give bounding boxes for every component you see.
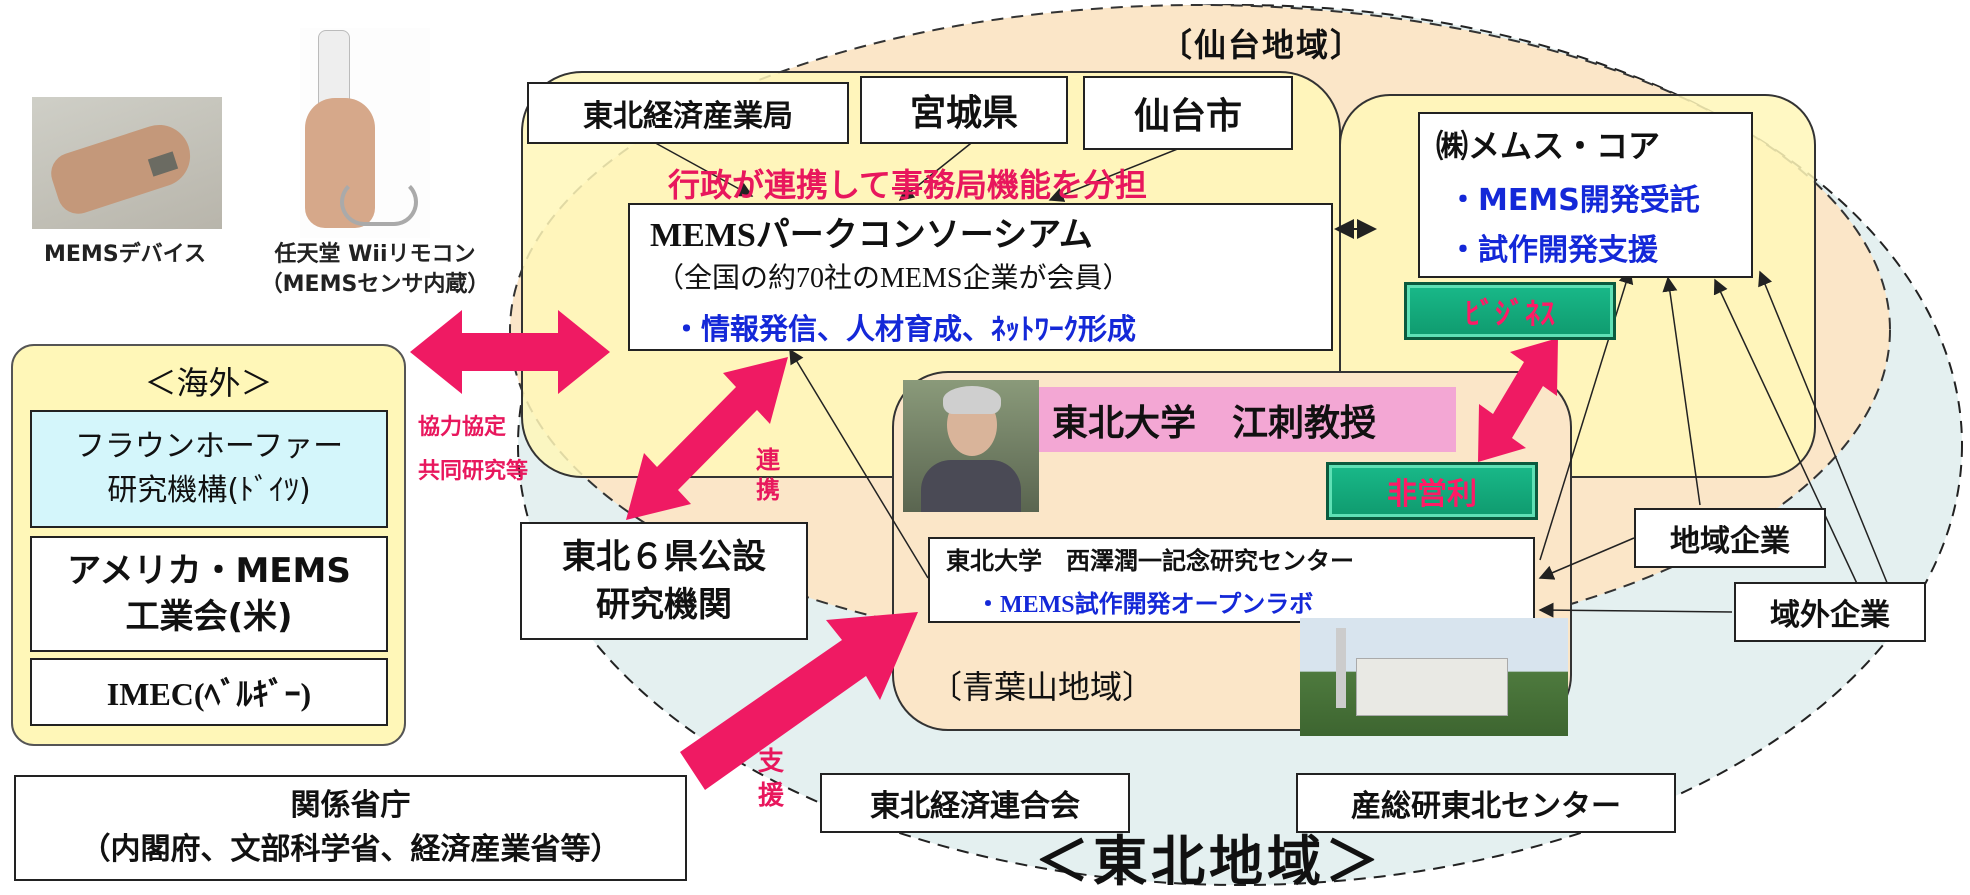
ministries-box: 関係省庁 （内閣府、文部科学省、経済産業省等） [14,775,687,881]
fraunhofer-line1: フラウンホーファー [74,429,344,464]
consortium-bullet: ・情報発信、人材育成、ﾈｯﾄﾜｰｸ形成 [672,311,1137,346]
overseas-title: ＜海外＞ [144,364,273,402]
fraunhofer-box: フラウンホーファー 研究機構(ﾄﾞｲﾂ) [30,410,388,528]
cooperation-label: 協力協定 共同研究等 [418,406,528,494]
wii-remote-photo [300,28,430,238]
memscore-b1: ・MEMS開発受託 [1448,183,1700,218]
regional-companies-box: 地域企業 [1634,508,1826,568]
business-badge: ﾋﾞｼﾞﾈｽ [1404,282,1616,340]
chimney-shape [1336,628,1346,708]
consortium-box: MEMSパークコンソーシアム （全国の約70社のMEMS企業が会員） ・情報発信… [628,203,1333,351]
ministries-line1: 関係省庁 [290,788,411,823]
research-building-photo [1300,618,1568,736]
center-title: 東北大学 西澤潤一記念研究センター [946,547,1354,575]
connector-outside-to-openlab [1538,602,1733,618]
mems-device-caption: MEMSデバイス [44,242,206,267]
center-bullet: ・MEMS試作開発オープンラボ [976,592,1314,618]
aist-tohoku-box: 産総研東北センター [1296,773,1676,833]
cooperation-line2: 共同研究等 [418,459,529,484]
fraunhofer-line2: 研究機構(ﾄﾞｲﾂ) [107,473,311,508]
consortium-title: MEMSパークコンソーシアム [650,216,1093,254]
wii-caption: 任天堂 Wiiリモコン （MEMSセンサ内蔵） [260,240,490,300]
connector-regional-to-memscore [1662,276,1701,506]
strap-shape [340,178,418,226]
tohoku-meti-box: 東北経済産業局 [527,82,849,144]
building-shape [1356,658,1508,716]
ministries-line2: （内閣府、文部科学省、経済産業省等） [80,832,621,867]
shien-label: 支援 [758,747,785,811]
nonprofit-badge: 非営利 [1326,462,1538,520]
sendai-city-box: 仙台市 [1083,76,1293,150]
wii-caption-line1: 任天堂 Wiiリモコン [274,242,476,267]
memscore-box: ㈱メムス・コア ・MEMS開発受託 ・試作開発支援 [1418,112,1753,278]
six-prefectures-line1: 東北６県公設 [562,537,766,577]
wii-caption-line2: （MEMSセンサ内蔵） [260,272,490,297]
miyagi-box: 宮城県 [860,76,1068,144]
business-nonprofit-arrow [1478,338,1558,462]
shien-arrow [680,612,918,790]
connector-outside-to-memscore-a [1713,278,1861,591]
america-line2: 工業会(米) [125,597,293,637]
renkei-label: 連携 [756,446,780,504]
america-mems-box: アメリカ・MEMS 工業会(米) [30,536,388,652]
professor-photo [903,380,1039,512]
outside-companies-box: 域外企業 [1734,582,1926,642]
cooperation-line1: 協力協定 [418,415,507,440]
connector-meti-to-consortium [649,139,754,197]
suit-shape [921,460,1021,512]
memscore-b2: ・試作開発支援 [1448,233,1658,268]
hair-shape [943,386,1001,414]
admin-note: 行政が連携して事務局機能を分担 [668,166,1148,204]
tohoku-economic-federation-box: 東北経済連合会 [820,773,1130,833]
consortium-sub: （全国の約70社のMEMS企業が会員） [656,262,1131,294]
connector-miyagi-to-consortium [898,139,976,201]
sendai-region-label: 〔仙台地域〕 [1160,26,1365,64]
cooperation-double-arrow [410,310,610,394]
connector-regional-to-openlab [1538,537,1635,580]
america-line1: アメリカ・MEMS [67,551,351,591]
six-prefectures-line2: 研究機関 [596,585,732,625]
mems-device-photo [32,97,222,229]
research-center-box: 東北大学 西澤潤一記念研究センター ・MEMS試作開発オープンラボ [928,537,1535,623]
connector-outside-to-memscore-b [1758,270,1891,591]
professor-label: 東北大学 江刺教授 [1052,403,1377,444]
connector-sendai-to-consortium [1048,139,1201,202]
imec-box: IMEC(ﾍﾞﾙｷﾞｰ) [30,658,388,726]
aobayama-region-label: 〔青葉山地域〕 [930,668,1155,706]
memscore-title: ㈱メムス・コア [1436,127,1661,165]
professor-label-bg [1039,387,1456,452]
six-prefectures-box: 東北６県公設 研究機関 [520,522,808,640]
connector-openlab-to-consortium [789,348,929,579]
tohoku-region-title: ＜東北地域＞ [1035,830,1383,893]
renkei-double-arrow [626,357,788,520]
